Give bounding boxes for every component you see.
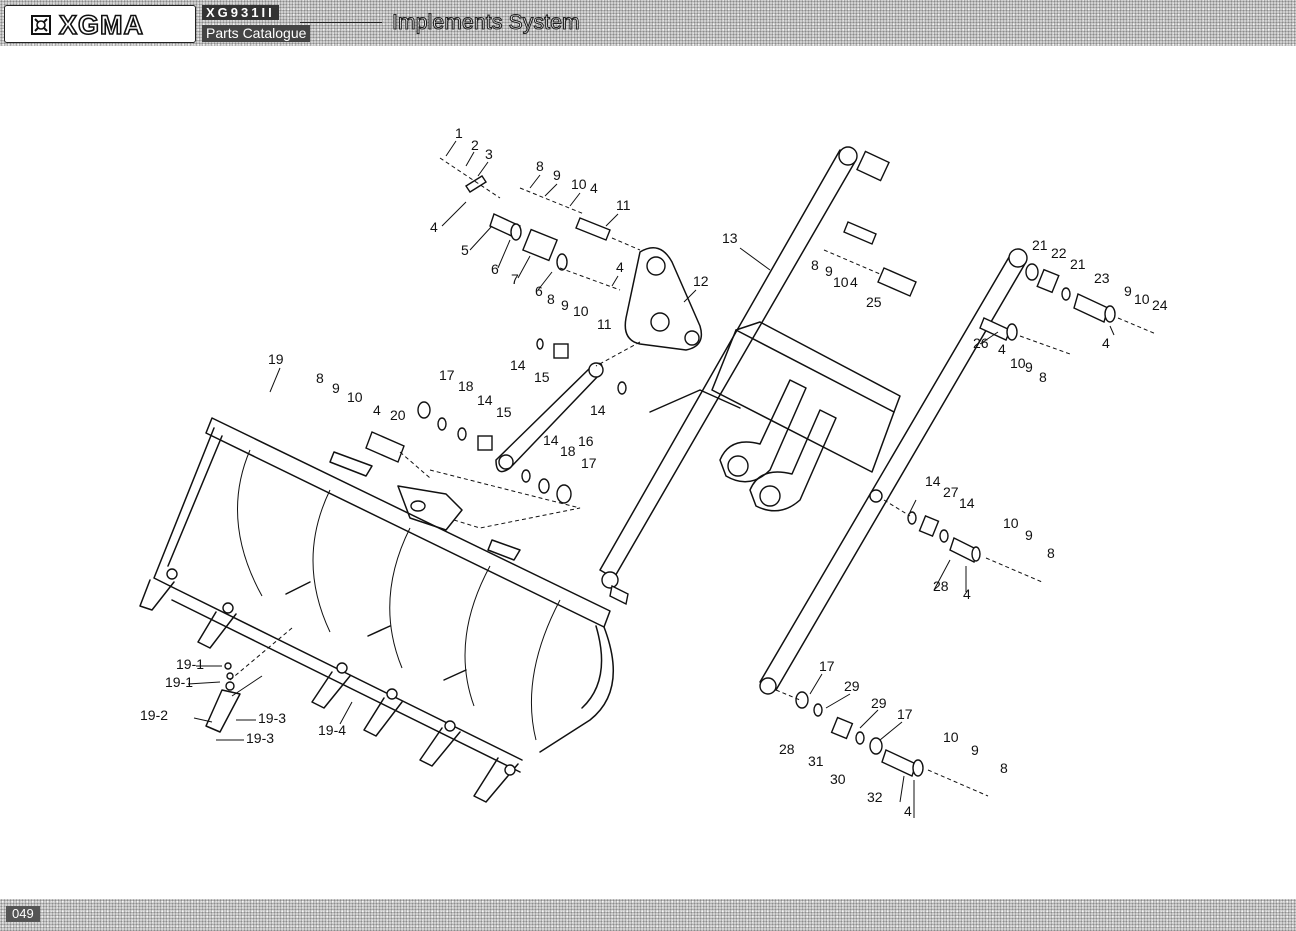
brand-logo: XGMA (4, 5, 196, 43)
callout: 29 (871, 695, 887, 711)
callout: 19-3 (258, 710, 286, 726)
callout: 10 (347, 389, 363, 405)
callout: 4 (998, 341, 1006, 357)
callout: 14 (590, 402, 606, 418)
callout: 19-1 (165, 674, 193, 690)
callout: 10 (1010, 355, 1026, 371)
callout: 29 (844, 678, 860, 694)
callout: 4 (963, 586, 971, 602)
section-title: Implements System (391, 10, 580, 34)
callout: 22 (1051, 245, 1067, 261)
callout: 9 (825, 263, 833, 279)
callout: 9 (553, 167, 561, 183)
callout: 10 (573, 303, 589, 319)
callout: 8 (1047, 545, 1055, 561)
callout: 21 (1070, 256, 1086, 272)
callout: 15 (534, 369, 550, 385)
callout: 9 (1025, 359, 1033, 375)
callout: 14 (925, 473, 941, 489)
callout: 14 (543, 432, 559, 448)
callout: 17 (439, 367, 455, 383)
callout: 11 (597, 316, 612, 332)
callout: 7 (511, 271, 519, 287)
callout: 4 (590, 180, 598, 196)
callout: 19-1 (176, 656, 204, 672)
callout: 9 (971, 742, 979, 758)
callout-labels: 1 2 3 4 5 6 7 6 8 9 10 11 8 9 10 4 11 4 … (140, 125, 1168, 819)
callout: 31 (808, 753, 824, 769)
callout: 2 (471, 137, 479, 153)
catalogue-label: Parts Catalogue (202, 25, 311, 42)
callout: 4 (904, 803, 912, 819)
callout: 19-3 (246, 730, 274, 746)
callout: 14 (510, 357, 526, 373)
callout: 10 (1003, 515, 1019, 531)
callout: 8 (811, 257, 819, 273)
callout: 10 (1134, 291, 1150, 307)
callout: 17 (819, 658, 835, 674)
callout: 9 (332, 380, 340, 396)
callout: 25 (866, 294, 882, 310)
callout: 9 (1124, 283, 1132, 299)
xgma-emblem-icon (31, 15, 51, 35)
callout: 12 (693, 273, 709, 289)
callout: 28 (933, 578, 949, 594)
callout: 4 (616, 259, 624, 275)
callout: 30 (830, 771, 846, 787)
callout: 3 (485, 146, 493, 162)
header-rule (300, 22, 382, 23)
callout: 4 (373, 402, 381, 418)
callout: 4 (430, 219, 438, 235)
callout: 17 (897, 706, 913, 722)
callout: 18 (560, 443, 576, 459)
callout: 28 (779, 741, 795, 757)
callout: 20 (390, 407, 406, 423)
bucket-drawing (139, 417, 615, 803)
callout: 19-4 (318, 722, 346, 738)
callout: 17 (581, 455, 597, 471)
callout: 19-2 (140, 707, 168, 723)
exploded-parts-diagram: 1 2 3 4 5 6 7 6 8 9 10 11 8 9 10 4 11 4 … (139, 125, 1168, 819)
callout: 18 (458, 378, 474, 394)
callout: 9 (561, 297, 569, 313)
callout: 8 (547, 291, 555, 307)
callout: 8 (1000, 760, 1008, 776)
callout: 4 (850, 274, 858, 290)
callout: 13 (722, 230, 738, 246)
callout: 19 (268, 351, 284, 367)
callout: 4 (1102, 335, 1110, 351)
callout: 14 (959, 495, 975, 511)
callout: 1 (455, 125, 463, 141)
callout: 8 (536, 158, 544, 174)
callout: 10 (571, 176, 587, 192)
callout: 9 (1025, 527, 1033, 543)
catalogue-footer: 049 (0, 899, 1296, 931)
page-number: 049 (6, 906, 40, 922)
callout: 8 (1039, 369, 1047, 385)
boom-drawing (599, 146, 1157, 797)
model-number: XG931II (202, 5, 279, 20)
callout: 15 (496, 404, 512, 420)
callout: 16 (578, 433, 594, 449)
callout: 6 (491, 261, 499, 277)
brand-name: XGMA (58, 9, 144, 41)
callout: 27 (943, 484, 959, 500)
callout: 11 (616, 197, 631, 213)
callout: 10 (943, 729, 959, 745)
callout: 14 (477, 392, 493, 408)
catalogue-header: XGMA XG931II Parts Catalogue Implements … (0, 0, 1296, 46)
callout: 24 (1152, 297, 1168, 313)
leader-lines (187, 140, 1115, 818)
callout: 6 (535, 283, 543, 299)
callout: 32 (867, 789, 883, 805)
callout: 8 (316, 370, 324, 386)
callout: 23 (1094, 270, 1110, 286)
callout: 5 (461, 242, 469, 258)
callout: 10 (833, 274, 849, 290)
callout: 21 (1032, 237, 1048, 253)
bellcrank-drawing (417, 157, 703, 504)
